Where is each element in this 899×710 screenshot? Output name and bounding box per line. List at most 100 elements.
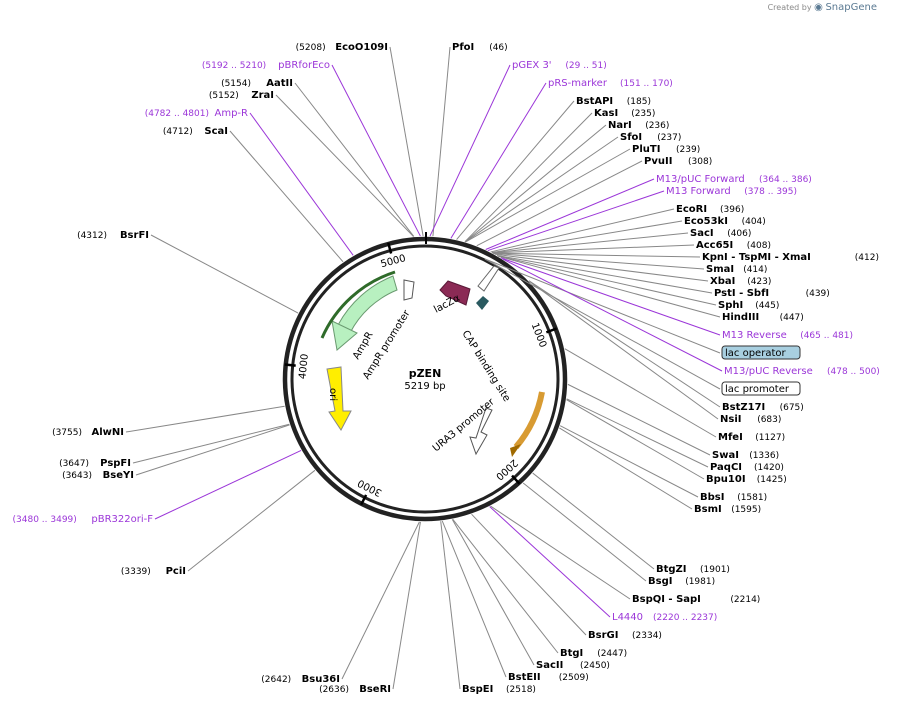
site-PvuII[interactable]: PvuII [644, 156, 672, 167]
site-BstEII[interactable]: BstEII [508, 672, 541, 683]
primer-M13-Forward[interactable]: M13 Forward [666, 186, 731, 197]
site-PspFI[interactable]: PspFI [100, 458, 131, 469]
site-Acc65I[interactable]: Acc65I [696, 240, 733, 251]
watermark-brand: SnapGene [825, 2, 877, 13]
site-BsrGI[interactable]: BsrGI [588, 630, 618, 641]
label-position: (235) [631, 109, 655, 119]
site-BtgZI[interactable]: BtgZI [656, 564, 687, 575]
site-SwaI[interactable]: SwaI [712, 450, 739, 461]
feature-tag-box [721, 345, 801, 360]
feature-lacZa[interactable] [439, 280, 471, 306]
label-position: (378 .. 395) [744, 187, 797, 197]
site-XbaI[interactable]: XbaI [710, 276, 735, 287]
leader-line [500, 257, 721, 336]
site-BsrFI[interactable]: BsrFI [120, 230, 149, 241]
site-SacII[interactable]: SacII [536, 660, 563, 671]
site-AlwNI[interactable]: AlwNI [92, 427, 125, 438]
label-position: (2214) [730, 595, 760, 605]
site-PfoI[interactable]: PfoI [452, 42, 474, 53]
site-BseRI[interactable]: BseRI [359, 684, 391, 695]
site-EcoO109I[interactable]: EcoO109I [335, 42, 388, 53]
site-MfeI[interactable]: MfeI [718, 432, 743, 443]
site-SacI[interactable]: SacI [690, 228, 714, 239]
feature-lac-promoter-arrow[interactable] [477, 265, 500, 292]
site-SphI[interactable]: SphI [718, 300, 743, 311]
feature-cap-site[interactable] [476, 296, 489, 310]
leader-line [493, 252, 701, 258]
site-BspQI-SapI[interactable]: BspQI - SapI [632, 594, 701, 605]
leader-line [490, 208, 675, 253]
leader-line [559, 425, 699, 498]
site-BsgI[interactable]: BsgI [648, 576, 672, 587]
leader-line [489, 506, 611, 618]
label-position: (3480 .. 3499) [13, 515, 77, 525]
backbone-inner-strand [290, 244, 560, 514]
label-position: (3755) [52, 428, 82, 438]
feature-ura3-promoter[interactable] [469, 407, 493, 456]
site-ZraI[interactable]: ZraI [251, 90, 274, 101]
leader-line [498, 255, 721, 318]
label-position: (2642) [261, 675, 291, 685]
site-SfoI[interactable]: SfoI [620, 132, 642, 143]
leader-line [492, 232, 689, 254]
site-EcoRI[interactable]: EcoRI [676, 204, 707, 215]
site-BtgI[interactable]: BtgI [560, 648, 583, 659]
primer-Amp-R[interactable]: Amp-R [215, 108, 249, 119]
site-BsmI[interactable]: BsmI [694, 504, 722, 515]
site-Bpu10I[interactable]: Bpu10I [706, 474, 746, 485]
label-position: (308) [688, 157, 712, 167]
leader-line [125, 405, 285, 433]
site-SmaI[interactable]: SmaI [706, 264, 734, 275]
site-NarI[interactable]: NarI [608, 120, 632, 131]
leader-line [464, 136, 619, 243]
tick-mark-2000 [511, 474, 521, 485]
label-position: (2636) [319, 685, 349, 695]
site-Eco53kI[interactable]: Eco53kI [684, 216, 728, 227]
leader-line [440, 521, 461, 690]
feature-tag-lac-operator[interactable]: lac operator [725, 348, 786, 359]
site-HindIII[interactable]: HindIII [722, 312, 759, 323]
site-BbsI[interactable]: BbsI [700, 492, 724, 503]
site-BseYI[interactable]: BseYI [103, 470, 134, 481]
primer-M13-pUC-Reverse[interactable]: M13/pUC Reverse [724, 366, 813, 377]
site-BstZ17I[interactable]: BstZ17I [722, 402, 765, 413]
feature-ampr-promoter[interactable] [403, 279, 415, 301]
feature-orange-cds[interactable] [513, 391, 545, 449]
site-BspEI[interactable]: BspEI [462, 684, 493, 695]
site-BstAPI[interactable]: BstAPI [576, 96, 613, 107]
site-NsiI[interactable]: NsiI [720, 414, 741, 425]
primer-M13-Reverse[interactable]: M13 Reverse [722, 330, 787, 341]
leader-line [150, 234, 299, 314]
label-layer: PfoI(46)pGEX 3'(29 .. 51)pRS-marker(151 … [13, 42, 880, 695]
primer-pGEX-3-[interactable]: pGEX 3' [512, 60, 552, 71]
primer-pBR322ori-F[interactable]: pBR322ori-F [91, 514, 153, 525]
site-PluTI[interactable]: PluTI [632, 144, 660, 155]
primer-pRS-marker[interactable]: pRS-marker [548, 78, 608, 89]
leader-line [389, 46, 424, 237]
primer-L4440[interactable]: L4440 [612, 612, 643, 623]
feature-ori[interactable] [326, 366, 352, 431]
site-ScaI[interactable]: ScaI [204, 126, 228, 137]
label-position: (423) [747, 277, 771, 287]
leader-line [532, 472, 655, 570]
leader-line [497, 255, 717, 306]
primer-pBRforEco[interactable]: pBRforEco [278, 60, 330, 71]
site-KasI[interactable]: KasI [594, 108, 618, 119]
leader-line [450, 82, 547, 239]
label-position: (406) [727, 229, 751, 239]
tick-label-1000: 1000 [529, 322, 548, 350]
label-position: (3339) [121, 567, 151, 577]
site-KpnI-TspMI-XmaI[interactable]: KpnI - TspMI - XmaI [702, 252, 811, 263]
primer-M13-pUC-Forward[interactable]: M13/pUC Forward [656, 174, 745, 185]
site-PciI[interactable]: PciI [166, 566, 186, 577]
site-PstI-SbfI[interactable]: PstI - SbfI [714, 288, 769, 299]
site-PaqCI[interactable]: PaqCI [710, 462, 742, 473]
label-position: (1901) [700, 565, 730, 575]
site-AatII[interactable]: AatII [266, 78, 293, 89]
site-Bsu36I[interactable]: Bsu36I [302, 674, 340, 685]
feature-tag-lac-promoter[interactable]: lac promoter [725, 384, 790, 395]
leader-line [452, 518, 559, 654]
label-position: (2220 .. 2237) [653, 613, 717, 623]
label-position: (1336) [749, 451, 779, 461]
